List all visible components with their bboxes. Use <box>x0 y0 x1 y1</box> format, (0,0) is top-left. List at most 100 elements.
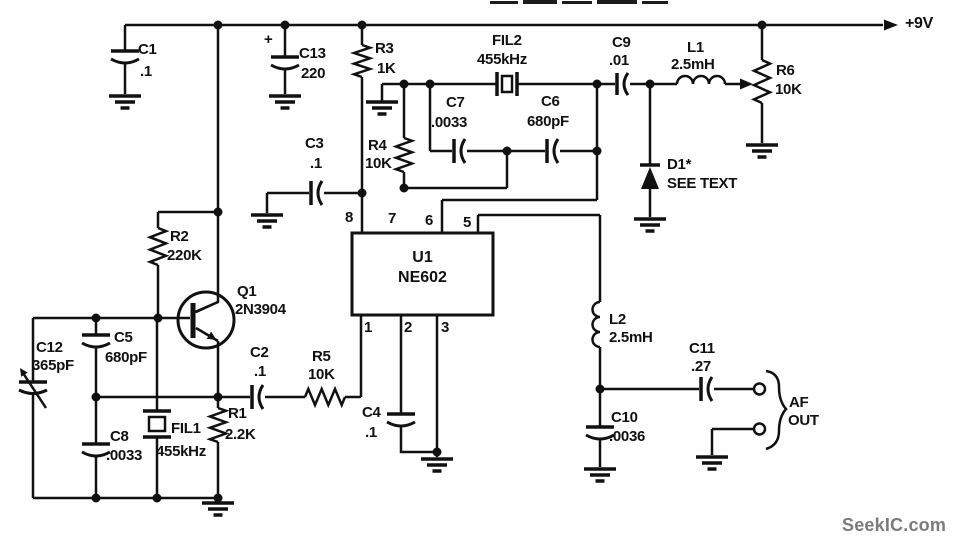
wire-pin5-l2 <box>476 213 602 389</box>
label-c7-ref: C7 <box>446 94 465 111</box>
potentiometer-r6 <box>750 58 774 105</box>
label-c12-value: 365pF <box>32 357 74 374</box>
capacitor-c5 <box>81 333 111 349</box>
label-r3-value: 1K <box>377 60 396 77</box>
label-c9-ref: C9 <box>612 34 631 51</box>
ground-filter-line <box>364 100 400 116</box>
label-c12-ref: C12 <box>36 339 63 356</box>
label-pin-1: 1 <box>364 319 373 336</box>
wire-c2-r5-pin1 <box>96 315 363 399</box>
cropped-caption-fragment <box>490 0 668 4</box>
label-fil2-ref: FIL2 <box>492 32 522 49</box>
output-terminal-bottom <box>752 422 767 436</box>
label-r6-value: 10K <box>775 81 802 98</box>
label-r2-value: 220K <box>167 247 202 264</box>
label-c9-value: .01 <box>609 52 629 69</box>
inductor-l1 <box>675 74 727 85</box>
label-pin-5: 5 <box>463 214 472 231</box>
label-c3-value: .1 <box>310 155 322 172</box>
wire-netb-pin6 <box>440 84 599 233</box>
label-c4-ref: C4 <box>362 404 381 421</box>
label-r5-value: 10K <box>308 366 335 383</box>
label-c3-ref: C3 <box>305 135 324 152</box>
inductor-l2 <box>591 300 601 349</box>
label-af-out-line1: AF <box>789 394 809 411</box>
ground-c3 <box>249 213 285 229</box>
label-l2-value: 2.5mH <box>609 329 653 346</box>
filter-fil2-icon <box>495 72 519 96</box>
label-c8-ref: C8 <box>110 428 129 445</box>
capacitor-c9 <box>615 72 630 96</box>
label-c2-ref: C2 <box>250 344 269 361</box>
label-u1-part: NE602 <box>398 269 447 286</box>
label-c1-ref: C1 <box>138 41 157 58</box>
resistor-r3 <box>350 43 374 79</box>
ground-c1 <box>107 94 143 110</box>
label-c13-polarity: + <box>264 31 273 48</box>
label-c7-value: .0033 <box>431 114 468 131</box>
resistor-r4 <box>392 136 416 174</box>
label-d1-note: SEE TEXT <box>667 175 738 192</box>
label-u1-ref: U1 <box>412 249 433 266</box>
label-c13-value: 220 <box>301 65 326 82</box>
wire-r4-pin7 <box>402 84 509 190</box>
label-l1-ref: L1 <box>687 39 704 56</box>
capacitor-c7 <box>452 138 467 164</box>
label-pin-3: 3 <box>441 319 450 336</box>
capacitor-c1 <box>110 49 140 65</box>
capacitor-c6 <box>545 138 560 164</box>
power-arrow-icon <box>884 19 898 31</box>
label-r3-ref: R3 <box>375 40 394 57</box>
ground-pin3 <box>419 457 455 473</box>
resistor-r1 <box>206 406 230 444</box>
wire-emitter-r1 <box>195 326 220 502</box>
label-l1-value: 2.5mH <box>671 56 715 73</box>
ic-body <box>350 231 495 317</box>
label-c6-ref: C6 <box>541 93 560 110</box>
ground-d1 <box>632 217 668 233</box>
label-c10-ref: C10 <box>611 409 638 426</box>
label-c13-ref: C13 <box>299 45 326 62</box>
variable-capacitor-c12 <box>18 368 48 409</box>
label-c1-value: .1 <box>140 63 152 80</box>
resistor-r5 <box>303 385 347 409</box>
wire-filter-line <box>380 82 650 101</box>
filter-fil1-icon <box>143 409 171 439</box>
capacitor-c3 <box>309 180 324 206</box>
watermark: SeekIC.com <box>842 515 947 535</box>
label-c10-value: .0036 <box>609 428 646 445</box>
label-r5-ref: R5 <box>312 348 331 365</box>
output-brace <box>765 369 788 451</box>
wire-c7-c6 <box>428 84 596 153</box>
label-power-rail: +9V <box>905 15 934 32</box>
wire-c3 <box>265 191 362 213</box>
capacitor-c10 <box>585 425 615 441</box>
label-c6-value: 680pF <box>527 113 569 130</box>
label-c5-value: 680pF <box>105 349 147 366</box>
label-af-out-line2: OUT <box>788 412 819 429</box>
label-pin-8: 8 <box>345 209 354 226</box>
label-pin-7: 7 <box>388 210 397 227</box>
resistor-r2 <box>146 226 170 267</box>
label-c2-value: .1 <box>254 363 266 380</box>
transistor-q1-icon <box>176 290 236 350</box>
label-r6-ref: R6 <box>776 62 795 79</box>
label-c11-ref: C11 <box>689 340 715 357</box>
label-fil2-value: 455kHz <box>477 51 527 68</box>
wires <box>31 23 883 502</box>
ground-c10 <box>582 467 618 483</box>
diode-d1-icon <box>640 163 660 189</box>
label-d1-ref: D1* <box>667 156 692 173</box>
wire-output-ground <box>710 427 753 455</box>
ground-oscillator <box>200 501 236 517</box>
label-pin-6: 6 <box>425 212 434 229</box>
label-r1-ref: R1 <box>228 405 247 422</box>
label-l2-ref: L2 <box>609 311 626 328</box>
ground-r6 <box>744 143 780 159</box>
capacitor-c13-electrolytic <box>270 55 300 71</box>
wiper-arrow-icon <box>740 78 753 90</box>
label-fil1-value: 455kHz <box>156 443 206 460</box>
capacitor-c2 <box>250 384 265 410</box>
output-terminal-top <box>752 382 767 396</box>
